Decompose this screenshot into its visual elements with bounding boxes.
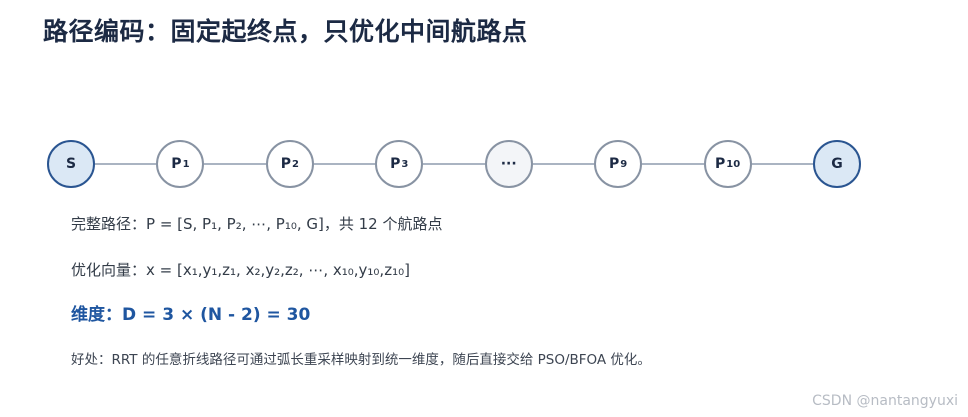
optimization-vector-text: 优化向量：x = [x₁,y₁,z₁, x₂,y₂,z₂, ⋯, x₁₀,y₁₀… xyxy=(71,261,410,279)
dimension-text: 维度：D = 3 × (N - 2) = 30 xyxy=(71,305,311,325)
node-label: P xyxy=(714,156,726,172)
diagram-title: 路径编码：固定起终点，只优化中间航路点 xyxy=(43,17,528,46)
connector-line xyxy=(423,163,485,165)
node-subscript: 1 xyxy=(182,158,190,170)
node-label: P xyxy=(171,156,182,172)
node-label: P xyxy=(609,156,620,172)
ellipsis-node: ··· xyxy=(484,140,533,188)
node-label: ··· xyxy=(500,156,517,172)
node-label: P xyxy=(280,156,291,172)
connector-line xyxy=(313,163,376,165)
goal-node: G xyxy=(813,140,861,188)
connector-line xyxy=(532,163,595,165)
full-path-text: 完整路径：P = [S, P₁, P₂, ⋯, P₁₀, G]，共 12 个航路… xyxy=(71,215,443,233)
node-subscript: 3 xyxy=(401,158,409,170)
benefit-text: 好处：RRT 的任意折线路径可通过弧长重采样映射到统一维度，随后直接交给 PSO… xyxy=(71,352,651,368)
node-subscript: 9 xyxy=(620,158,628,170)
connector-line xyxy=(751,163,813,165)
connector-line xyxy=(642,163,704,165)
connector-line xyxy=(204,163,266,165)
start-node: S xyxy=(47,140,95,188)
node-label: P xyxy=(390,156,401,172)
connector-line xyxy=(95,163,157,165)
node-subscript: 10 xyxy=(726,158,741,170)
node-subscript: 2 xyxy=(291,158,299,170)
node-label: S xyxy=(65,156,77,172)
node-label: G xyxy=(831,156,843,172)
watermark: CSDN @nantangyuxi xyxy=(812,393,958,409)
